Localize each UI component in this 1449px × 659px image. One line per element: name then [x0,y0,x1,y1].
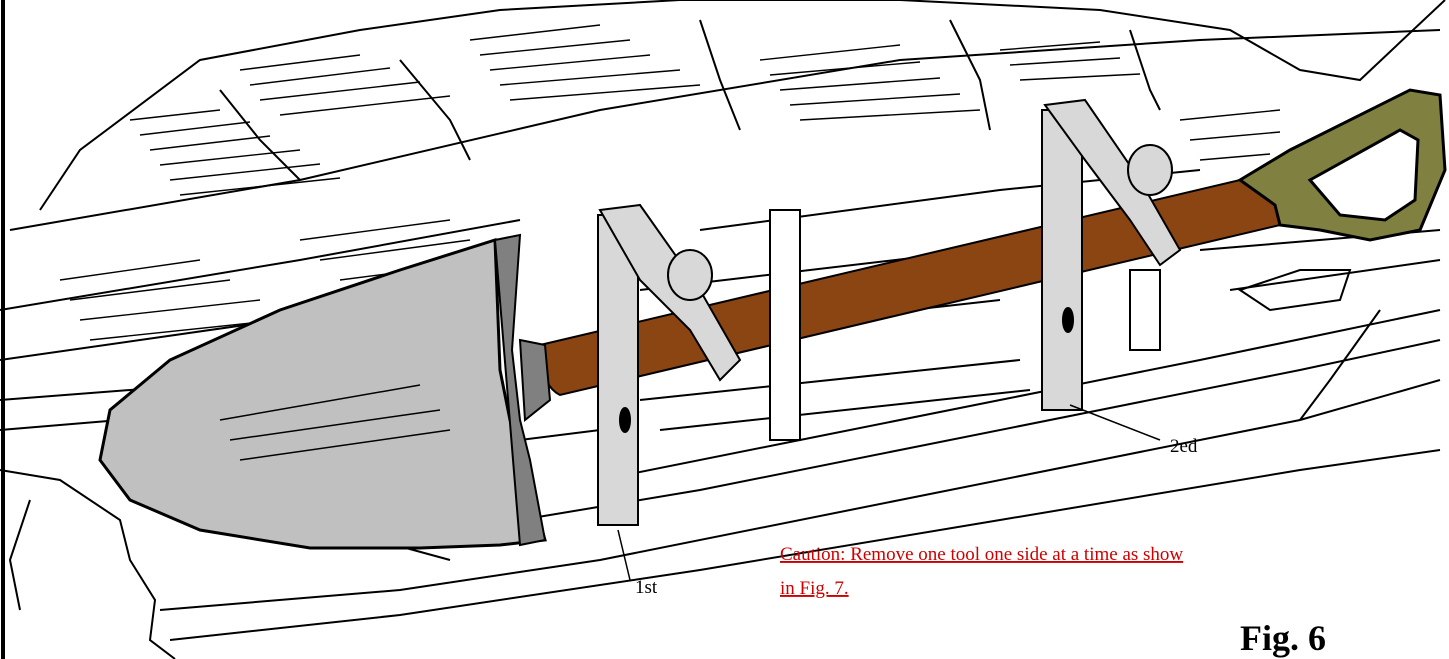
clamp-second [1041,98,1182,411]
label-first: 1st [635,577,658,598]
hatch-texture [59,24,1281,341]
shovel-d-grip [1237,88,1447,242]
shovel-blade [98,233,552,550]
leader-lines [617,404,1161,581]
caution-line-1: Caution: Remove one tool one side at a t… [780,544,1183,565]
mount-posts [769,209,1161,441]
caution-line-2: in Fig. 7. [780,578,849,599]
label-second: 2ed [1170,436,1198,457]
figure-title: Fig. 6 [1240,618,1326,658]
clamp-first [597,203,742,526]
